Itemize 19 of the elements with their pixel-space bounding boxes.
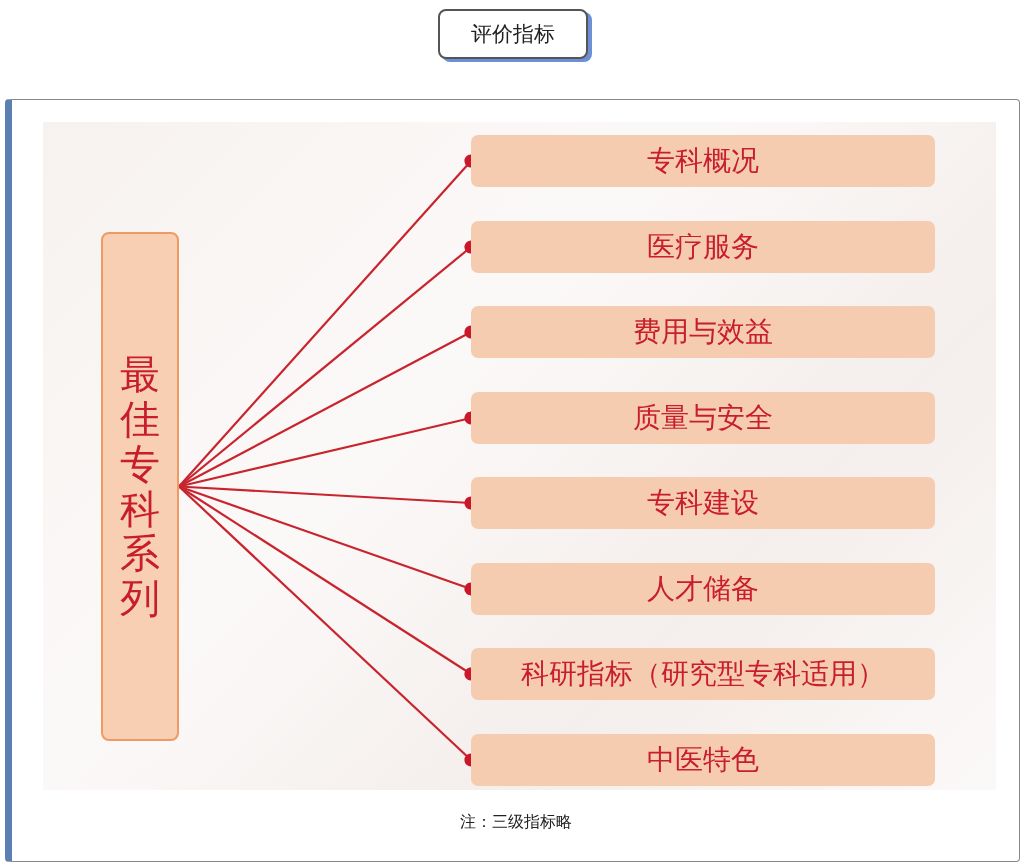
indicator-box <box>471 306 935 358</box>
indicator-box <box>471 135 935 187</box>
category-label: 最佳专科系列 <box>120 352 160 621</box>
indicator-label: 医疗服务 <box>647 229 759 265</box>
indicator-box <box>471 477 935 529</box>
indicator-box <box>471 221 935 273</box>
indicator-label: 人才储备 <box>647 571 759 607</box>
category-box <box>101 232 179 741</box>
indicator-label: 专科建设 <box>647 485 759 521</box>
indicator-label: 费用与效益 <box>633 314 773 350</box>
indicator-box <box>471 563 935 615</box>
indicator-label: 专科概况 <box>647 143 759 179</box>
indicator-label: 科研指标（研究型专科适用） <box>521 656 885 692</box>
indicator-box <box>471 648 935 700</box>
indicator-label: 质量与安全 <box>633 400 773 436</box>
indicator-box <box>471 734 935 786</box>
indicator-label: 中医特色 <box>647 742 759 778</box>
indicator-box <box>471 392 935 444</box>
note-text: 注：三级指标略 <box>459 812 572 831</box>
